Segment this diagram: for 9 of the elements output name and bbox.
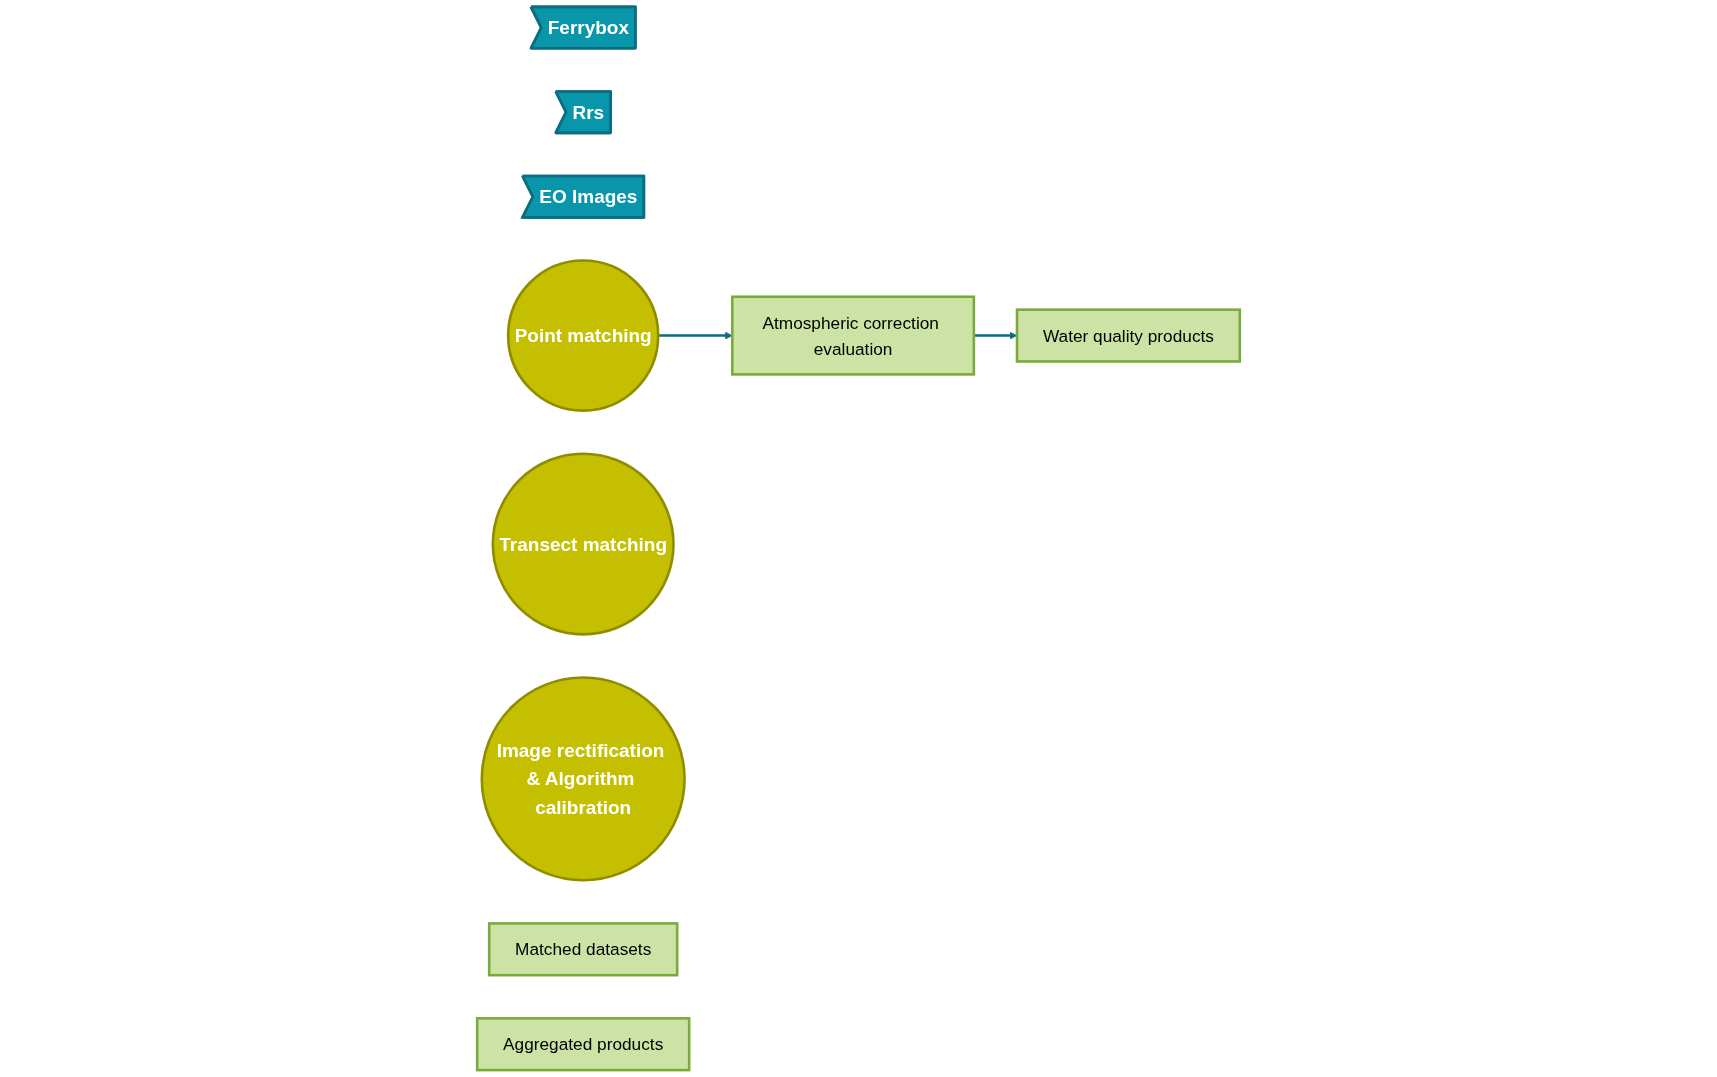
node-box: Aggregated products <box>475 1017 691 1072</box>
arrow <box>658 331 733 340</box>
node-box: Matched datasets <box>487 922 679 977</box>
node-circle: Image rectification & Algorithm calibration <box>480 676 686 882</box>
arrow <box>973 331 1018 340</box>
node-box: Atmospheric correction evaluation <box>731 295 976 376</box>
node-circle: Point matching <box>506 259 660 412</box>
node-box: Water quality products <box>1015 308 1242 363</box>
node-circle: Transect matching <box>491 452 675 636</box>
